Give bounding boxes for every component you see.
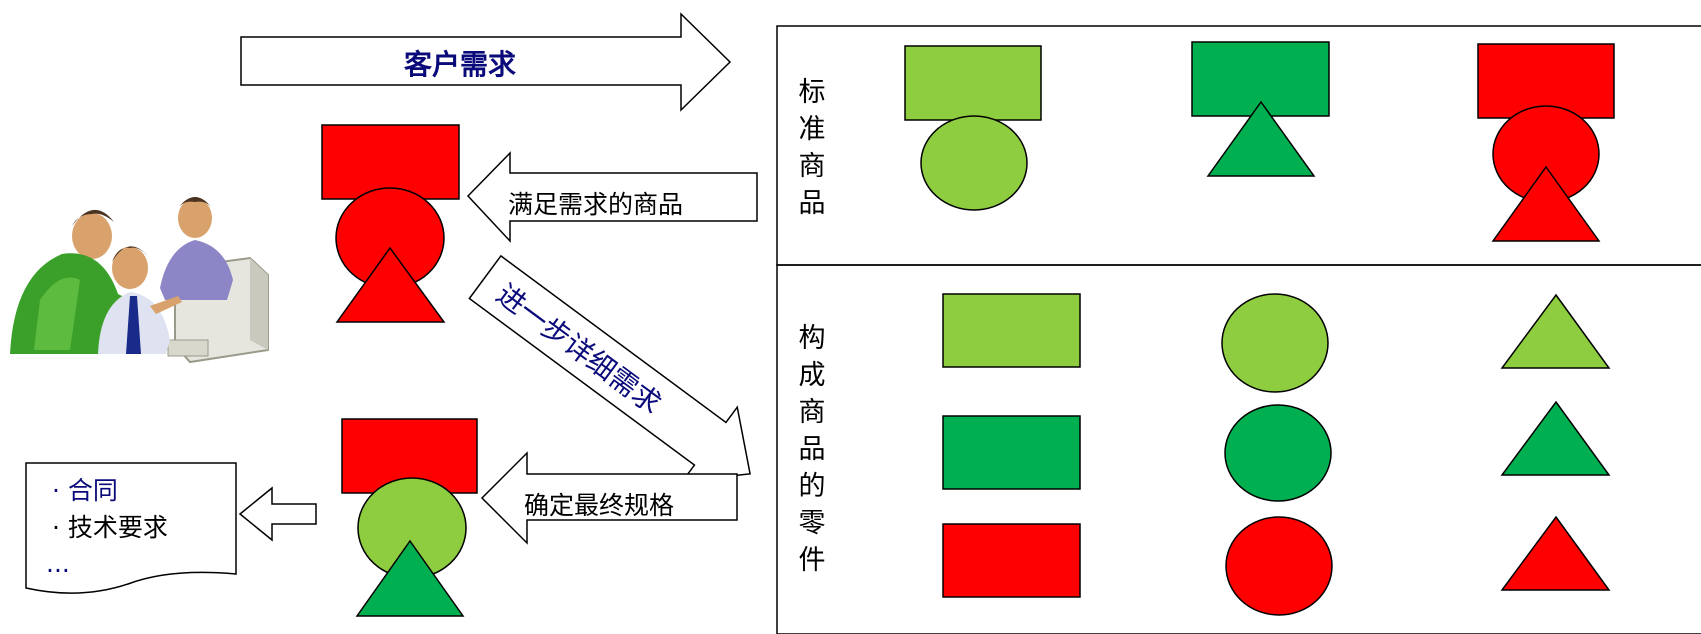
components-char: 的	[799, 471, 826, 502]
satisfying-product-red	[321, 124, 460, 323]
standard-goods-char: 品	[799, 188, 826, 219]
part-rect-red	[942, 523, 1081, 598]
components-char: 商	[799, 397, 826, 428]
document-line-tech-req: · 技术要求	[52, 513, 168, 542]
components-char: 品	[799, 434, 826, 465]
people-computer-illustration	[10, 197, 269, 364]
document-shape: · 合同 · 技术要求 ...	[25, 462, 237, 594]
customer-demand-arrow: 客户需求	[240, 12, 732, 112]
detail-demand-arrow: 进一步详细需求	[468, 254, 751, 483]
components-char: 构	[799, 323, 826, 354]
part-triangle-red	[1500, 515, 1611, 591]
components-panel	[776, 264, 1701, 634]
components-char: 零	[799, 508, 826, 539]
part-circle-green	[1224, 404, 1332, 502]
component-parts	[942, 293, 1611, 616]
components-label: 构 成 商 品 的 零 件	[799, 323, 826, 576]
standard-product-light-green	[904, 45, 1042, 211]
final-spec-product	[341, 418, 478, 617]
part-circle-light-green	[1221, 293, 1329, 393]
part-circle-red	[1225, 516, 1333, 616]
part-triangle-light-green	[1500, 293, 1611, 369]
standard-product-red	[1477, 43, 1615, 242]
standard-product-green	[1191, 41, 1330, 177]
final-spec-arrow: 确定最终规格	[480, 451, 738, 545]
standard-goods-label: 标 准 商 品	[799, 77, 826, 219]
final-spec-label: 确定最终规格	[524, 491, 674, 520]
components-char: 件	[799, 545, 826, 576]
components-char: 成	[799, 360, 826, 391]
satisfying-goods-label: 满足需求的商品	[508, 190, 683, 219]
detail-demand-label: 进一步详细需求	[490, 277, 667, 420]
document-line-contract: · 合同	[52, 476, 118, 505]
customer-demand-label: 客户需求	[404, 48, 516, 81]
part-triangle-green	[1500, 400, 1611, 476]
to-document-arrow	[238, 486, 317, 542]
standard-goods-char: 商	[799, 151, 826, 182]
standard-goods-char: 准	[799, 114, 826, 145]
part-rect-green	[942, 415, 1081, 490]
standard-goods-char: 标	[799, 77, 826, 108]
document-line-ellipsis: ...	[46, 549, 70, 578]
satisfying-goods-arrow: 满足需求的商品	[466, 151, 758, 243]
part-rect-light-green	[942, 293, 1081, 368]
